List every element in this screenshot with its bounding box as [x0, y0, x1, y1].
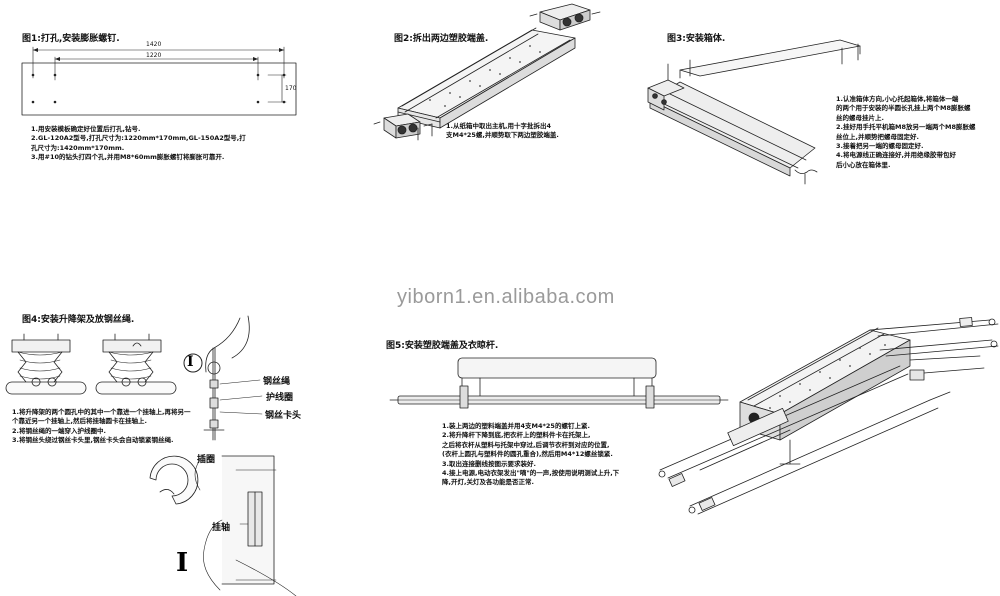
callout-rope: 钢丝绳 [263, 377, 291, 387]
template-plate [21, 62, 297, 116]
step5-note: 降,开灯,关灯及各功能是否正常. [442, 478, 534, 487]
detail-marker-bottom: I [176, 548, 189, 578]
lift-frame-left [5, 333, 87, 395]
detail-marker-top: I [187, 354, 194, 370]
dim-height: 170 [285, 85, 297, 92]
step4-notes: 1.将升降架的两个圆孔中的其中一个靠进一个挂轴上,再将另一 个靠近另一个挂轴上,… [12, 408, 190, 446]
step3-title: 图3:安装箱体. [667, 34, 726, 44]
step5-note: (衣杆上圆孔与塑料件的圆孔重合),然后用M4*12螺丝锁紧. [442, 450, 613, 459]
end-cap-right [529, 3, 601, 31]
iso-assembly [658, 317, 999, 515]
lift-frame-right [95, 333, 177, 395]
step5-notes: 1.装上两边的塑料端盖并用4支M4*25的螺钉上紧. 2.将升降杆下降到底,把衣… [442, 422, 619, 488]
step1-note: 3.用#10的钻头打四个孔,并用M8*60mm膨胀螺钉将膨胀可靠开. [31, 153, 225, 162]
step4-note: 个靠近另一个挂轴上,然后将挂轴圆卡在挂轴上. [12, 417, 147, 426]
step1-note: 2.GL-120A2型号,打孔尺寸为:1220mm*170mm,GL-150A2… [31, 134, 246, 143]
step1-note: 孔尺寸为:1420mm*170mm. [31, 143, 125, 152]
snap-ring-detail [149, 455, 199, 505]
step3-note: 2.挂好用手托平机箱M8放另一端两个M8膨胀螺 [836, 123, 976, 132]
step4-lift-frame-drawing [5, 315, 297, 596]
step3-note: 的两个用于安装的半圆长孔挂上两个M8膨胀螺 [836, 104, 971, 113]
step5-note: 2.将升降杆下降到底,把衣杆上的塑料件卡在托架上, [442, 431, 591, 440]
step5-assembly-drawing [389, 317, 999, 515]
step4-note: 2.将钢丝绳的一端穿入护线圈中. [12, 426, 106, 435]
step1-note: 1.用安装模板确定好位置后打孔,钻号. [31, 125, 141, 133]
step2-note: 支M4*25螺,并顺势取下两边塑胶端盖. [446, 131, 559, 140]
step1-title: 图1:打孔,安装膨胀螺钉. [22, 34, 120, 44]
step5-note: 1.装上两边的塑料端盖并用4支M4*25的螺钉上紧. [442, 422, 590, 430]
step3-note: 3.接着把另一端的螺母固定好. [836, 142, 924, 151]
step5-note: 4.接上电源,电动衣架发出"嘀"的一声,按使用说明测试上升,下 [442, 469, 620, 478]
step3-note: 后小心放在箱体里. [836, 160, 891, 169]
step4-note: 3.将钢丝头绕过钢丝卡头里,钢丝卡头会自动锁紧钢丝绳. [12, 436, 174, 445]
callout-sleeve: 护线圈 [266, 393, 294, 403]
step1-template-drawing [21, 46, 297, 116]
callout-axle: 挂轴 [212, 523, 231, 533]
step4-title: 图4:安装升降架及放钢丝绳. [22, 315, 135, 325]
step5-note: 3.取出连接删线按图示要求装好. [442, 459, 536, 468]
callout-clip: 钢丝卡头 [265, 411, 302, 421]
step3-note: 丝位上,并顺势把螺母固定好. [836, 132, 919, 141]
wire-rope-detail [183, 315, 263, 441]
step2-notes: 1.从纸箱中取出主机,用十字批拆出4 支M4*25螺,并顺势取下两边塑胶端盖. [446, 122, 559, 141]
dim-inner: 1220 [146, 52, 162, 59]
step5-note: 之后将衣杆从塑料与托架中穿过,后调节衣杆到对应的位置, [442, 440, 610, 449]
step2-note: 1.从纸箱中取出主机,用十字批拆出4 [446, 122, 551, 130]
mount-holes [31, 73, 286, 104]
axle-detail [194, 455, 297, 596]
step2-main-unit-drawing [373, 3, 601, 141]
step3-notes: 1.认准箱体方向,小心托起箱体,将箱体一端 的两个用于安装的半圆长孔挂上两个M8… [836, 95, 975, 170]
step2-title: 图2:拆出两边塑胶端盖. [394, 34, 489, 44]
step5-title: 图5:安装塑胶端盖及衣晾杆. [386, 341, 499, 351]
end-cap-left [373, 113, 433, 139]
step3-note: 1.认准箱体方向,小心托起箱体,将箱体一端 [836, 95, 959, 103]
step3-note: 丝的螺母挂片上. [836, 113, 884, 122]
watermark: yiborn1.en.alibaba.com [397, 286, 615, 308]
callout-insert: 插圈 [197, 455, 216, 465]
dim-outer: 1420 [146, 41, 162, 48]
step1-notes: 1.用安装模板确定好位置后打孔,钻号. 2.GL-120A2型号,打孔尺寸为:1… [31, 125, 246, 163]
step3-ceiling-drawing [647, 39, 861, 185]
step3-note: 4.将电源线正确连接好,并用绝缘胶带包好 [836, 151, 956, 160]
step4-note: 1.将升降架的两个圆孔中的其中一个靠进一个挂轴上,再将另一 [12, 408, 191, 416]
side-view [389, 357, 729, 409]
